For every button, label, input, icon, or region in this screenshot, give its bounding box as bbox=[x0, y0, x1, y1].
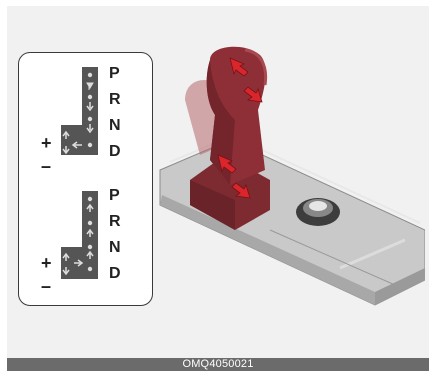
gear-r-label: R bbox=[109, 213, 121, 231]
shift-lever-illustration bbox=[150, 30, 425, 320]
gate-top-diagram bbox=[19, 53, 152, 305]
minus-sign: – bbox=[41, 156, 51, 177]
gear-n-label: N bbox=[109, 239, 121, 257]
gear-r-label: R bbox=[109, 91, 121, 109]
gear-n-label: N bbox=[109, 117, 121, 135]
minus-sign: – bbox=[41, 276, 51, 297]
shift-pattern-panel: P R N D + – P R N D + – bbox=[18, 52, 153, 306]
plus-sign: + bbox=[41, 133, 52, 154]
gear-d-label: D bbox=[109, 143, 121, 161]
gear-d-label: D bbox=[109, 265, 121, 283]
gear-p-label: P bbox=[109, 65, 120, 83]
plus-sign: + bbox=[41, 253, 52, 274]
gear-p-label: P bbox=[109, 187, 120, 205]
figure-code: OMQ4050021 bbox=[7, 358, 429, 371]
